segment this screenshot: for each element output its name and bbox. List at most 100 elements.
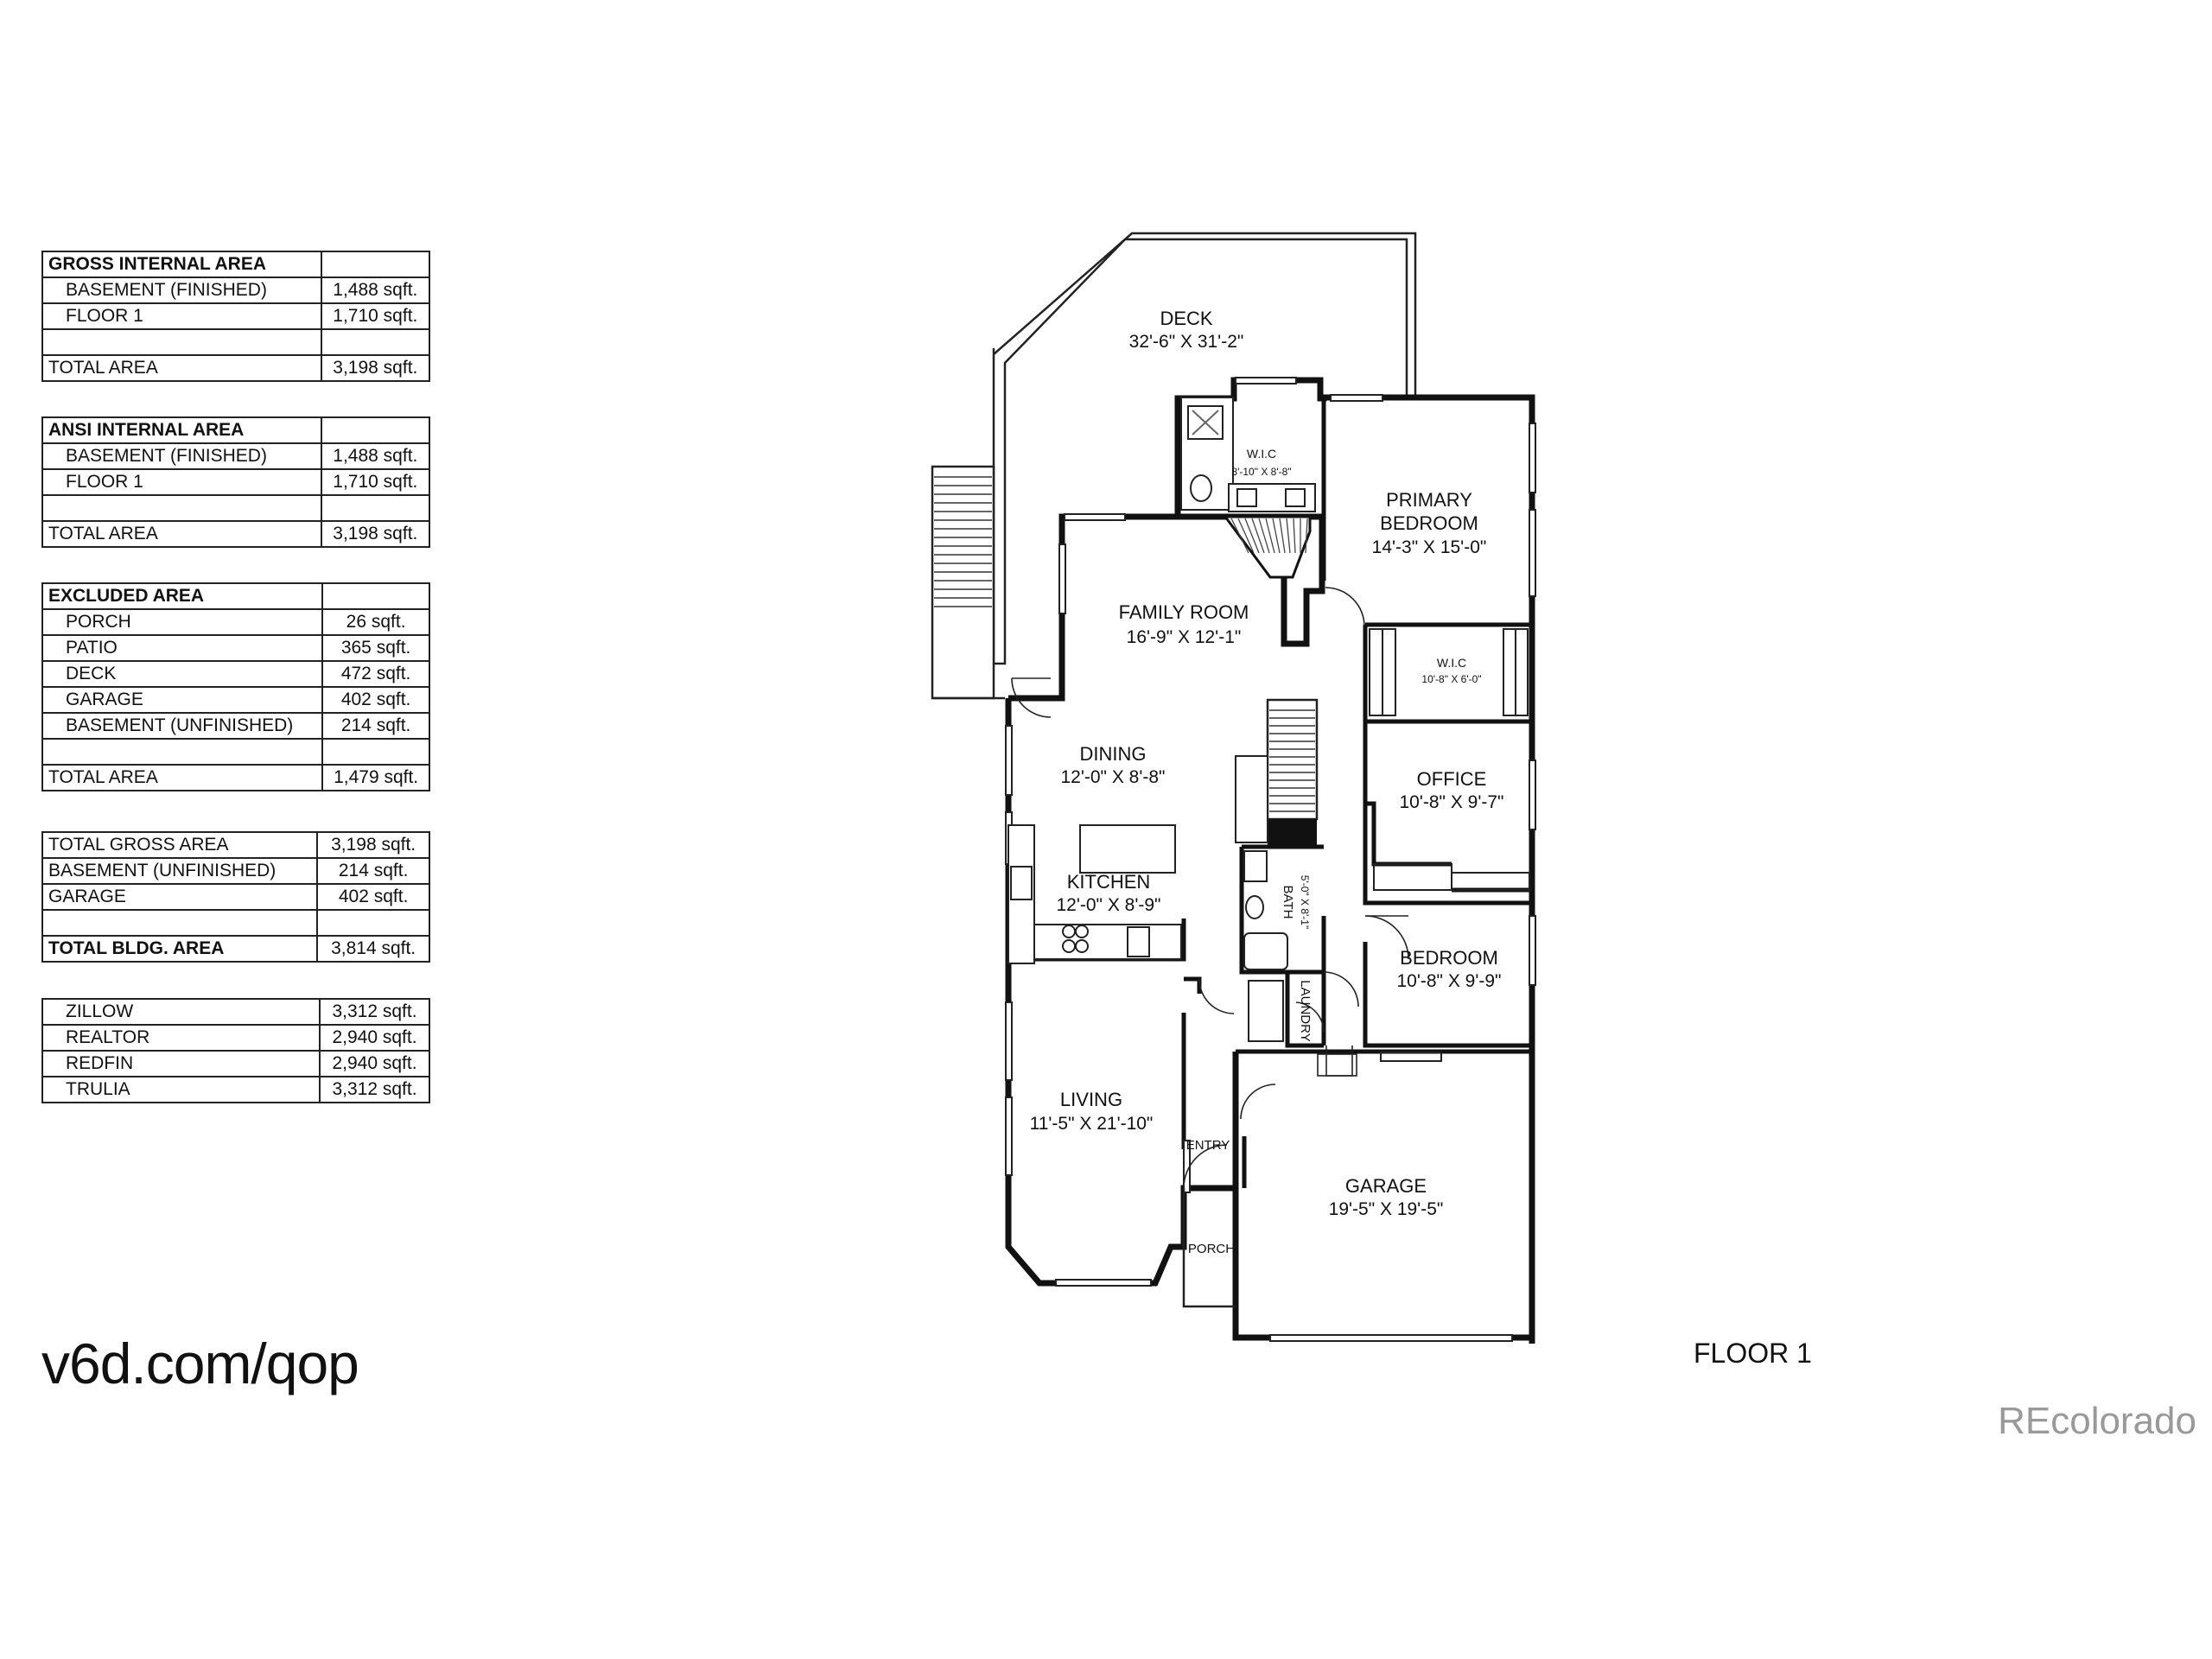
garage-name: GARAGE [1345,1175,1427,1197]
table-header: TOTAL GROSS AREA [41,831,319,859]
living-name: LIVING [1060,1089,1122,1110]
laundry-name: LAUNDRY [1298,980,1313,1041]
porch-name: PORCH [1188,1242,1235,1256]
row-value: 472 sqft. [321,660,430,688]
table-row [41,494,431,522]
table-row: BASEMENT (UNFINISHED)214 sqft. [41,712,430,740]
table-header-value [321,582,430,610]
row-value: 1,710 sqft. [320,468,431,496]
living-dim: 11'-5" X 21'-10" [1030,1114,1154,1134]
interior-stairs [1235,698,1319,847]
primary-name-2: BEDROOM [1380,512,1478,534]
row-value: 1,488 sqft. [320,442,431,470]
row-value [320,328,431,356]
garage-dim: 19'-5" X 19'-5" [1329,1199,1444,1219]
deck-stairs [931,465,1005,700]
porch-outline [1182,1188,1236,1308]
bedroom-name: BEDROOM [1400,947,1498,969]
wic2-dim: 10'-8" X 6'-0" [1421,673,1481,685]
primary-name-1: PRIMARY [1386,489,1472,511]
deck-dim: 32'-6" X 31'-2" [1129,332,1244,352]
row-value: 1,710 sqft. [320,302,431,330]
kitchen-fixtures [1007,824,1182,964]
floor-label: FLOOR 1 [1694,1338,1812,1369]
row-label: TOTAL AREA [41,354,322,382]
row-label: TOTAL BLDG. AREA [41,935,319,963]
row-label: DECK [41,660,324,688]
bath-dim: 5'-0" X 8'-1" [1299,875,1311,929]
row-label: BASEMENT (FINISHED) [41,276,322,304]
table-header: EXCLUDED AREA [41,582,324,610]
row-value [316,909,430,937]
table-header: GROSS INTERNAL AREA [41,251,322,278]
row-label [41,738,324,766]
table-header-row: ANSI INTERNAL AREA [41,416,431,444]
table-row [41,909,430,937]
family-dim: 16'-9" X 12'-1" [1127,627,1242,647]
row-label: BASEMENT (UNFINISHED) [41,857,319,885]
table-header: ANSI INTERNAL AREA [41,416,322,444]
row-value: 1,488 sqft. [320,276,431,304]
tour-url: v6d.com/qop [41,1332,359,1395]
row-value: 214 sqft. [316,857,430,885]
table-row: BASEMENT (FINISHED)1,488 sqft. [41,442,431,470]
interior-walls [1008,397,1532,1188]
row-value: 2,940 sqft. [319,1024,430,1052]
row-label: TRULIA [41,1076,321,1103]
row-value: 3,814 sqft. [316,935,430,963]
row-label: GARAGE [41,883,319,911]
watermark-logo: REcolorado [1998,1400,2196,1442]
table-header: ZILLOW [41,998,321,1026]
bath-name: BATH [1281,886,1295,919]
table-header-value [320,251,431,278]
bath-fixtures [1180,397,1316,1042]
table-row: BASEMENT (FINISHED)1,488 sqft. [41,276,431,304]
row-value: 402 sqft. [316,883,430,911]
office-dim: 10'-8" X 9'-7" [1400,792,1504,812]
closet-shelves [1369,628,1530,1062]
table-row: BASEMENT (UNFINISHED)214 sqft. [41,857,430,885]
row-label: FLOOR 1 [41,302,322,330]
table-row [41,738,430,766]
row-value: 1,479 sqft. [321,764,430,791]
wic1-name: W.I.C [1247,447,1276,461]
room-labels: DECK 32'-6" X 31'-2" W.I.C 8'-10" X 8'-8… [1030,308,1504,1256]
row-value: 2,940 sqft. [319,1050,430,1077]
row-label: PATIO [41,634,324,662]
row-label: TOTAL AREA [41,764,324,791]
deck-name: DECK [1160,308,1212,329]
kitchen-dim: 12'-0" X 8'-9" [1057,895,1161,915]
family-name: FAMILY ROOM [1119,601,1249,623]
primary-dim: 14'-3" X 15'-0" [1372,537,1487,557]
table-header-value: 3,198 sqft. [316,831,430,859]
table-row [41,328,431,356]
row-value: 26 sqft. [321,608,430,636]
bedroom-dim: 10'-8" X 9'-9" [1397,971,1502,991]
dining-name: DINING [1080,743,1147,765]
row-value: 3,312 sqft. [319,1076,430,1103]
door-swings [1011,587,1409,1189]
dining-dim: 12'-0" X 8'-8" [1061,767,1166,787]
row-label: BASEMENT (FINISHED) [41,442,322,470]
table-header-value [320,416,431,444]
row-label: REDFIN [41,1050,321,1077]
row-value: 402 sqft. [321,686,430,714]
wic2-name: W.I.C [1437,656,1466,670]
row-label: TOTAL AREA [41,520,322,548]
row-label: PORCH [41,608,324,636]
